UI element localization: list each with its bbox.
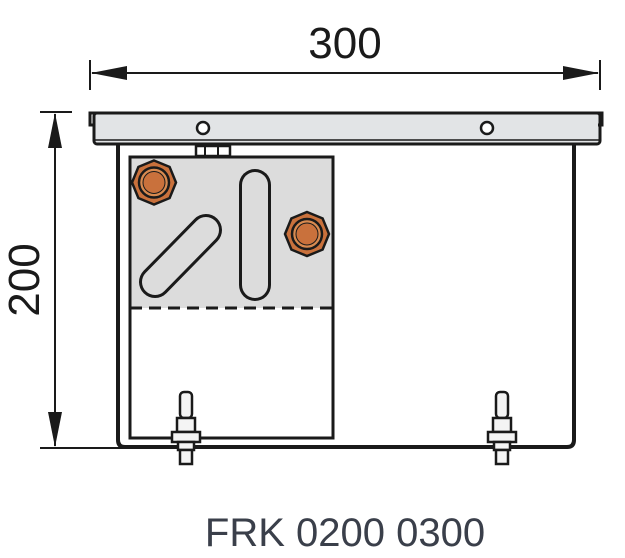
width-dimension: 300 — [89, 19, 601, 90]
height-arrow-bottom — [48, 412, 62, 447]
heat-exchanger-frame — [128, 155, 335, 440]
grille-support-bracket — [194, 144, 232, 158]
grille-bar — [92, 111, 602, 146]
width-dimension-label: 300 — [308, 19, 381, 68]
grille-fixing-hole-left — [195, 120, 211, 136]
diagonal-slot — [139, 214, 222, 298]
pipe-connection-fitting-right — [283, 210, 331, 258]
grille-fixing-hole-right — [479, 120, 495, 136]
grille-end-cap-left — [88, 111, 100, 127]
top-grille — [88, 111, 604, 146]
width-arrow-left — [91, 66, 127, 80]
model-caption: FRK 0200 0300 — [205, 511, 485, 555]
leveling-foot-left — [170, 390, 202, 466]
pipe-connection-fitting-upper-left — [130, 159, 178, 206]
grille-end-cap-right — [594, 111, 604, 127]
leveling-foot-right — [486, 390, 518, 466]
height-dimension-label: 200 — [0, 243, 49, 316]
height-arrow-top — [48, 113, 62, 148]
height-dimension: 200 — [0, 111, 125, 449]
width-arrow-right — [563, 66, 599, 80]
